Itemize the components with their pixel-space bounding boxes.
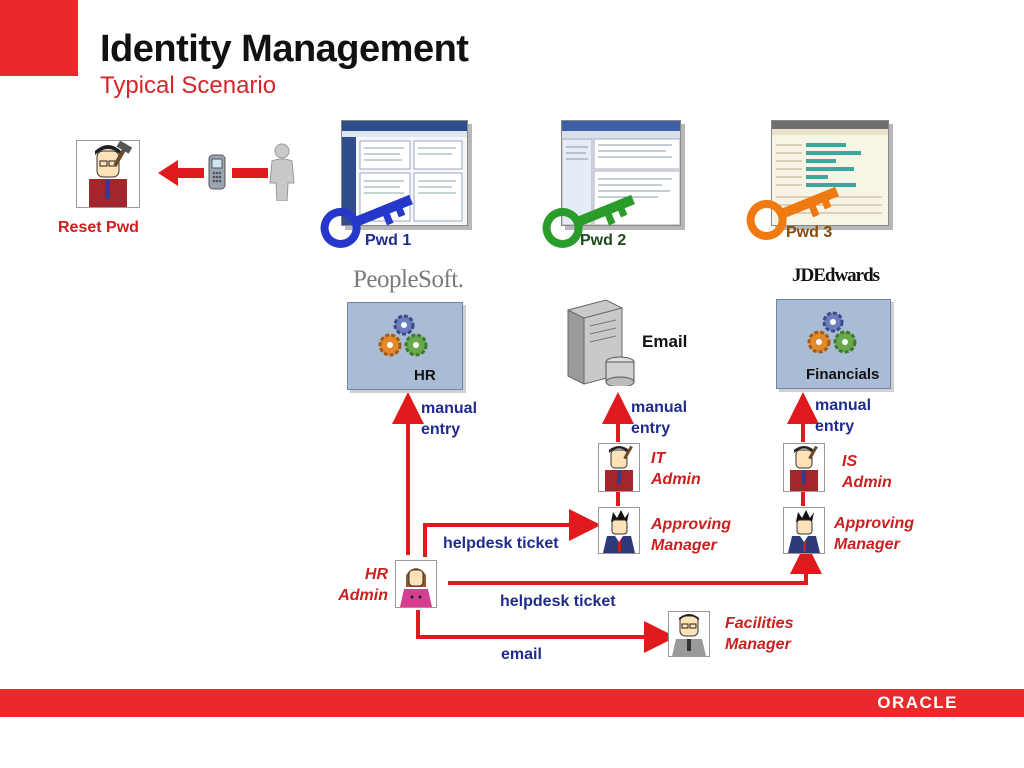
financials-label: Financials (806, 366, 880, 383)
orange-key-icon (746, 186, 839, 240)
helpdesk-ticket-arrow-1 (423, 509, 601, 557)
helpdesk-ticket-label-1: helpdesk ticket (443, 535, 559, 552)
peoplesoft-logo: PeopleSoft. (353, 266, 464, 293)
pwd3-label: Pwd 3 (786, 224, 833, 241)
email-server-icon (567, 299, 635, 386)
pwd2-label: Pwd 2 (580, 232, 627, 249)
reset-pwd-label: Reset Pwd (58, 219, 139, 236)
gears-icon (378, 314, 428, 357)
reset-arrows (158, 160, 268, 186)
brand-corner-block (0, 0, 78, 76)
green-key-icon (542, 194, 635, 248)
helpdesk-ticket-arrow-2 (448, 542, 822, 585)
approving-manager-avatar-2 (783, 507, 825, 554)
approving-manager-avatar-1 (598, 507, 640, 554)
peoplesoft-screenshot (341, 120, 468, 226)
facilities-manager-avatar (668, 611, 710, 657)
gears-icon (807, 311, 857, 354)
email-arrow (416, 610, 676, 653)
is-admin-avatar (783, 443, 825, 492)
blue-key-icon (320, 194, 413, 248)
it-admin-avatar (598, 443, 640, 492)
pwd1-label: Pwd 1 (365, 232, 412, 249)
admin-avatar-reset (76, 140, 140, 208)
page-subtitle: Typical Scenario (100, 72, 277, 99)
footer-bar (0, 689, 1024, 717)
phone-icon (206, 153, 228, 191)
admin-with-hammer-icon (77, 141, 139, 207)
email-flow-label: email (501, 646, 542, 663)
financials-app-box: Financials (776, 299, 891, 389)
oracle-logo: ORACLE (877, 693, 958, 712)
page-title: Identity Management (100, 28, 469, 70)
helpdesk-ticket-label-2: helpdesk ticket (500, 593, 616, 610)
user-silhouette-icon (268, 143, 296, 202)
hr-app-box: HR (347, 302, 463, 390)
email-label: Email (642, 332, 688, 351)
hr-label: HR (414, 367, 436, 384)
hr-admin-avatar (395, 560, 437, 608)
jdedwards-logo: JDEdwards (792, 265, 880, 286)
